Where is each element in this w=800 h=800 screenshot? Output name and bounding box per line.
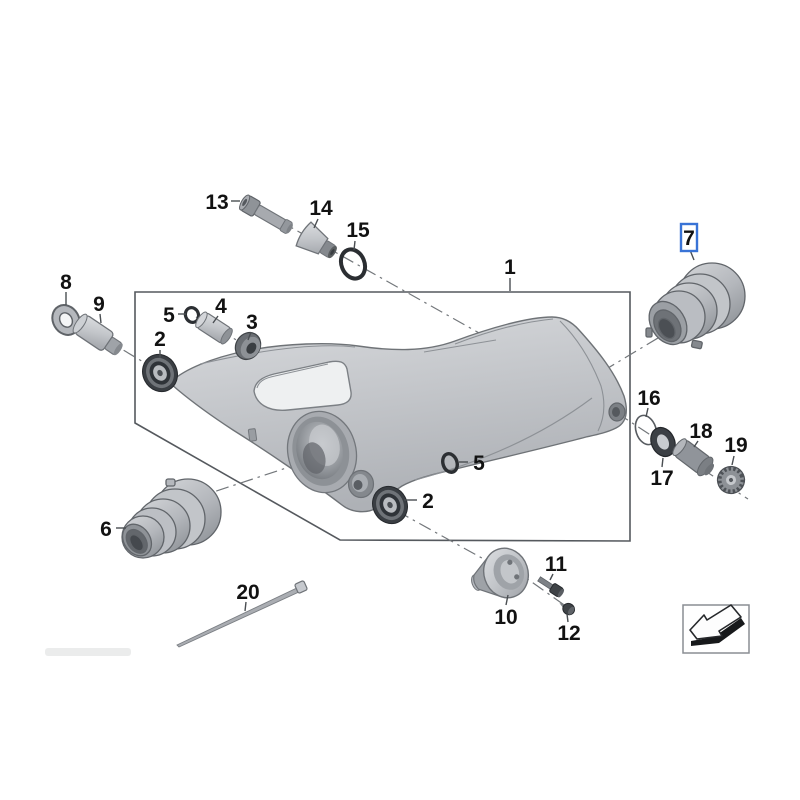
screw-part-12 [559,602,576,616]
spacer-part-4 [195,311,233,345]
bearing-part-2-front [142,353,178,393]
o-ring-part-5-rear [441,452,459,474]
callout-label-13[interactable]: 13 [205,191,228,214]
callout-7-selection-box [679,222,699,253]
o-ring-part-5-front [183,306,201,324]
o-ring-part-16 [634,414,658,446]
callout-label-1[interactable]: 1 [504,256,516,279]
callout-label-19[interactable]: 19 [724,434,747,457]
callout-label-4[interactable]: 4 [215,295,227,318]
callout-label-2b[interactable]: 2 [422,490,434,513]
bolt-part-13 [239,194,293,234]
direction-legend-box [682,604,750,654]
sleeve-part-18 [672,438,715,477]
callout-label-6[interactable]: 6 [100,518,112,541]
callout-label-9[interactable]: 9 [93,293,105,316]
callout-label-3[interactable]: 3 [246,311,258,334]
callout-label-5b[interactable]: 5 [473,452,485,475]
callout-label-16[interactable]: 16 [637,387,660,410]
bearing-part-2-rear [372,485,408,525]
callout-label-11[interactable]: 11 [545,553,568,576]
spindle-part-10 [471,547,530,599]
callout-label-12[interactable]: 12 [557,622,580,645]
toothed-washer-part-19 [716,465,746,495]
watermark-smudge [45,648,131,656]
callout-label-14[interactable]: 14 [309,197,333,220]
bolt-part-11 [537,576,565,598]
callout-label-2a[interactable]: 2 [154,328,166,351]
direction-arrow-icon [689,604,745,646]
washer-part-17 [650,426,676,458]
callout-label-18[interactable]: 18 [689,420,713,443]
callout-leader-lines [65,200,735,623]
tapered-bushing-part-14 [295,221,337,259]
callout-label-5a[interactable]: 5 [163,304,175,327]
rubber-boot-part-6 [121,478,222,559]
washer-part-8 [51,304,81,336]
callout-label-15[interactable]: 15 [346,219,370,242]
callout-label-7[interactable]: 7 [683,227,695,250]
callout-7-highlight[interactable]: 7 [679,222,699,253]
assembly-frame-outline [134,291,631,542]
callout-label-8[interactable]: 8 [60,271,72,294]
callout-label-20[interactable]: 20 [236,581,259,604]
swingarm-body [170,316,628,513]
rubber-boot-part-7 [645,262,746,350]
callout-label-10[interactable]: 10 [494,606,517,629]
sleeve-part-9 [72,313,123,356]
callout-label-17[interactable]: 17 [650,467,673,490]
bushing-part-3 [234,331,262,361]
o-ring-part-15 [338,247,368,281]
cable-tie-part-20 [176,580,308,648]
